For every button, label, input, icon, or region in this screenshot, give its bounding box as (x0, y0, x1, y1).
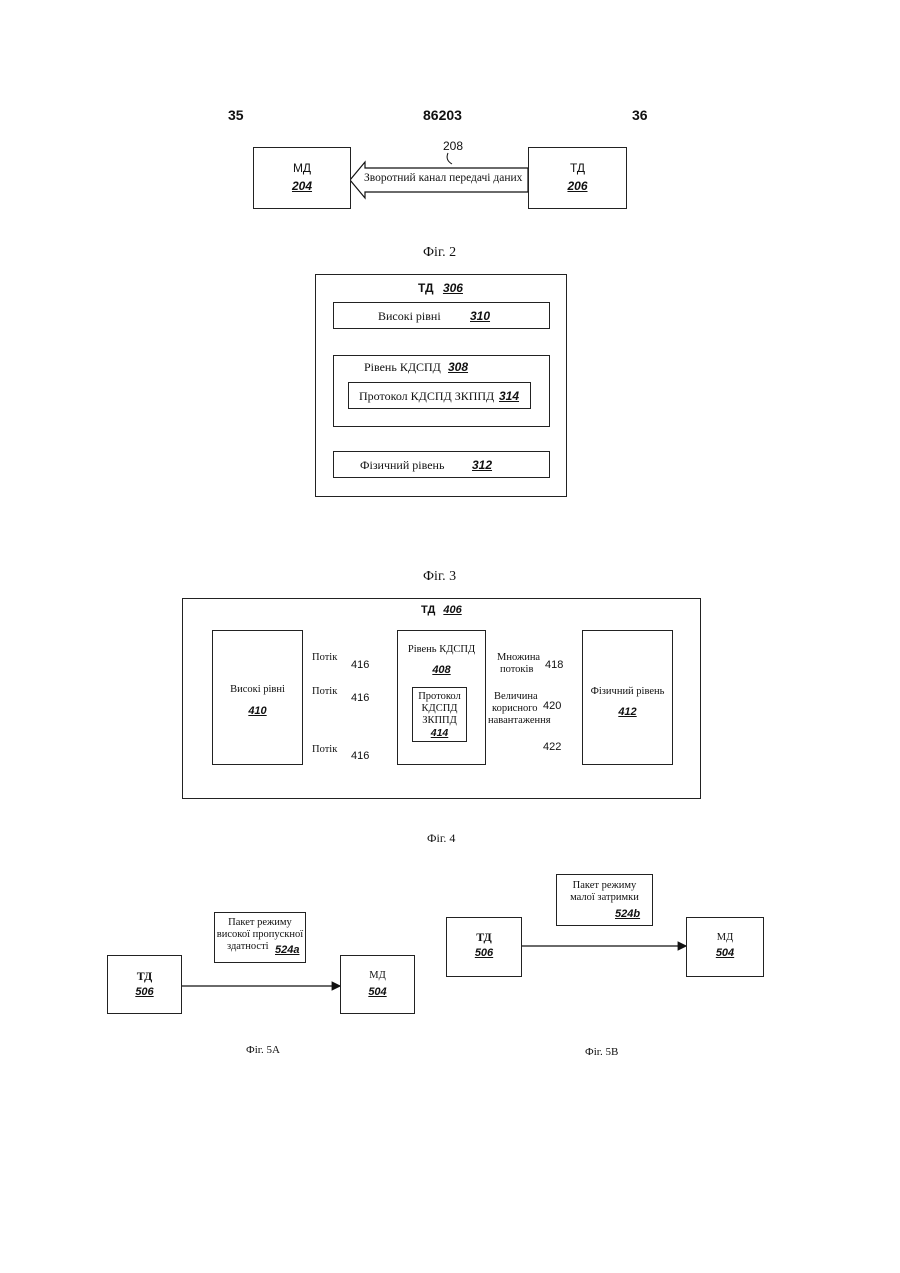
fig3-rlp-ref: 308 (448, 360, 468, 374)
fig4-caption: Фіг. 4 (427, 831, 455, 846)
fig2-td-label: ТД (529, 161, 626, 175)
fig5b-td-label: ТД (447, 930, 521, 945)
fig5a-td-box: ТД 506 (107, 955, 182, 1014)
fig4-multi-line-1: Множина (497, 652, 540, 664)
fig4-payload-line-2: корисного (492, 703, 538, 715)
fig5a-md-box: МД 504 (340, 955, 415, 1014)
fig4-payload-ref: 420 (543, 700, 561, 712)
fig2-td-box: ТД 206 (528, 147, 627, 209)
fig5a-md-ref: 504 (341, 986, 414, 998)
fig4-ref-422: 422 (543, 741, 561, 753)
fig5b-md-ref: 504 (687, 947, 763, 959)
fig2-caption: Фіг. 2 (423, 245, 456, 261)
fig3-upper-layers-box: Високі рівні 310 (333, 302, 550, 329)
fig3-phys-label: Фізичний рівень (360, 458, 444, 473)
fig2-md-label: МД (254, 161, 350, 175)
fig3-upper-label: Високі рівні (378, 309, 441, 324)
fig5a-packet-line-1: Пакет режиму (215, 917, 305, 929)
fig4-stream-ref-1: 416 (351, 659, 369, 671)
fig4-protocol-box: Протокол КДСПД ЗКППД 414 (412, 687, 467, 742)
fig4-stream-label-2: Потік (312, 686, 337, 698)
fig4-td-label: ТД (421, 604, 435, 616)
fig4-protocol-line-3: ЗКППД (413, 715, 466, 727)
fig2-td-ref: 206 (529, 179, 626, 193)
fig4-rlp-ref: 408 (398, 664, 485, 676)
fig5a-td-label: ТД (108, 969, 181, 984)
fig3-physical-layer-box: Фізичний рівень 312 (333, 451, 550, 478)
fig4-rlp-label: Рівень КДСПД (398, 644, 485, 656)
fig4-multi-line-2: потоків (500, 664, 533, 676)
fig4-protocol-line-2: КДСПД (413, 703, 466, 715)
fig4-payload-line-3: навантаження (488, 715, 551, 727)
fig5a-packet-box: Пакет режиму високої пропускної здатност… (214, 912, 306, 963)
fig3-td-ref: 306 (443, 281, 463, 295)
fig5a-packet-line-3: здатності (227, 941, 269, 953)
fig3-upper-ref: 310 (470, 309, 490, 323)
fig4-protocol-ref: 414 (413, 727, 466, 739)
fig5a-packet-ref: 524a (275, 944, 299, 956)
fig4-stream-ref-3: 416 (351, 750, 369, 762)
fig2-channel-ref-leader (447, 153, 452, 164)
fig3-caption: Фіг. 3 (423, 569, 456, 585)
fig4-stream-label-3: Потік (312, 744, 337, 756)
fig3-protocol-label: Протокол КДСПД ЗКППД (359, 389, 494, 404)
fig4-upper-ref: 410 (213, 705, 302, 717)
fig4-td-ref: 406 (443, 604, 461, 616)
fig3-td-label: ТД (418, 281, 434, 295)
fig4-upper-label: Високі рівні (213, 684, 302, 696)
fig2-md-box: МД 204 (253, 147, 351, 209)
fig4-physical-layer-box: Фізичний рівень 412 (582, 630, 673, 765)
fig4-stream-ref-2: 416 (351, 692, 369, 704)
fig5b-packet-line-1: Пакет режиму (557, 880, 652, 892)
fig3-protocol-ref: 314 (499, 389, 519, 403)
fig3-rlp-label: Рівень КДСПД (364, 360, 441, 375)
fig5b-md-label: МД (687, 932, 763, 944)
fig4-multi-ref: 418 (545, 659, 563, 671)
fig2-md-ref: 204 (254, 179, 350, 193)
fig2-channel-ref: 208 (443, 139, 463, 153)
fig4-protocol-line-1: Протокол (413, 691, 466, 703)
fig3-phys-ref: 312 (472, 458, 492, 472)
fig5a-caption: Фіг. 5А (246, 1044, 280, 1056)
fig5b-td-ref: 506 (447, 947, 521, 959)
fig2-channel-label: Зворотний канал передачі даних (364, 172, 522, 184)
fig5b-packet-line-2: малої затримки (557, 892, 652, 904)
fig4-upper-layers-box: Високі рівні 410 (212, 630, 303, 765)
fig5b-packet-box: Пакет режиму малої затримки 524b (556, 874, 653, 926)
fig4-phys-label: Фізичний рівень (583, 686, 672, 698)
fig5b-md-box: МД 504 (686, 917, 764, 977)
fig5a-td-ref: 506 (108, 986, 181, 998)
fig5b-caption: Фіг. 5В (585, 1046, 618, 1058)
fig4-stream-label-1: Потік (312, 652, 337, 664)
fig5b-packet-ref: 524b (615, 908, 640, 920)
fig5b-td-box: ТД 506 (446, 917, 522, 977)
fig5a-packet-line-2: високої пропускної (215, 929, 305, 941)
fig3-protocol-box: Протокол КДСПД ЗКППД 314 (348, 382, 531, 409)
fig4-payload-line-1: Величина (494, 691, 538, 703)
fig5a-md-label: МД (341, 970, 414, 982)
fig4-phys-ref: 412 (583, 706, 672, 718)
